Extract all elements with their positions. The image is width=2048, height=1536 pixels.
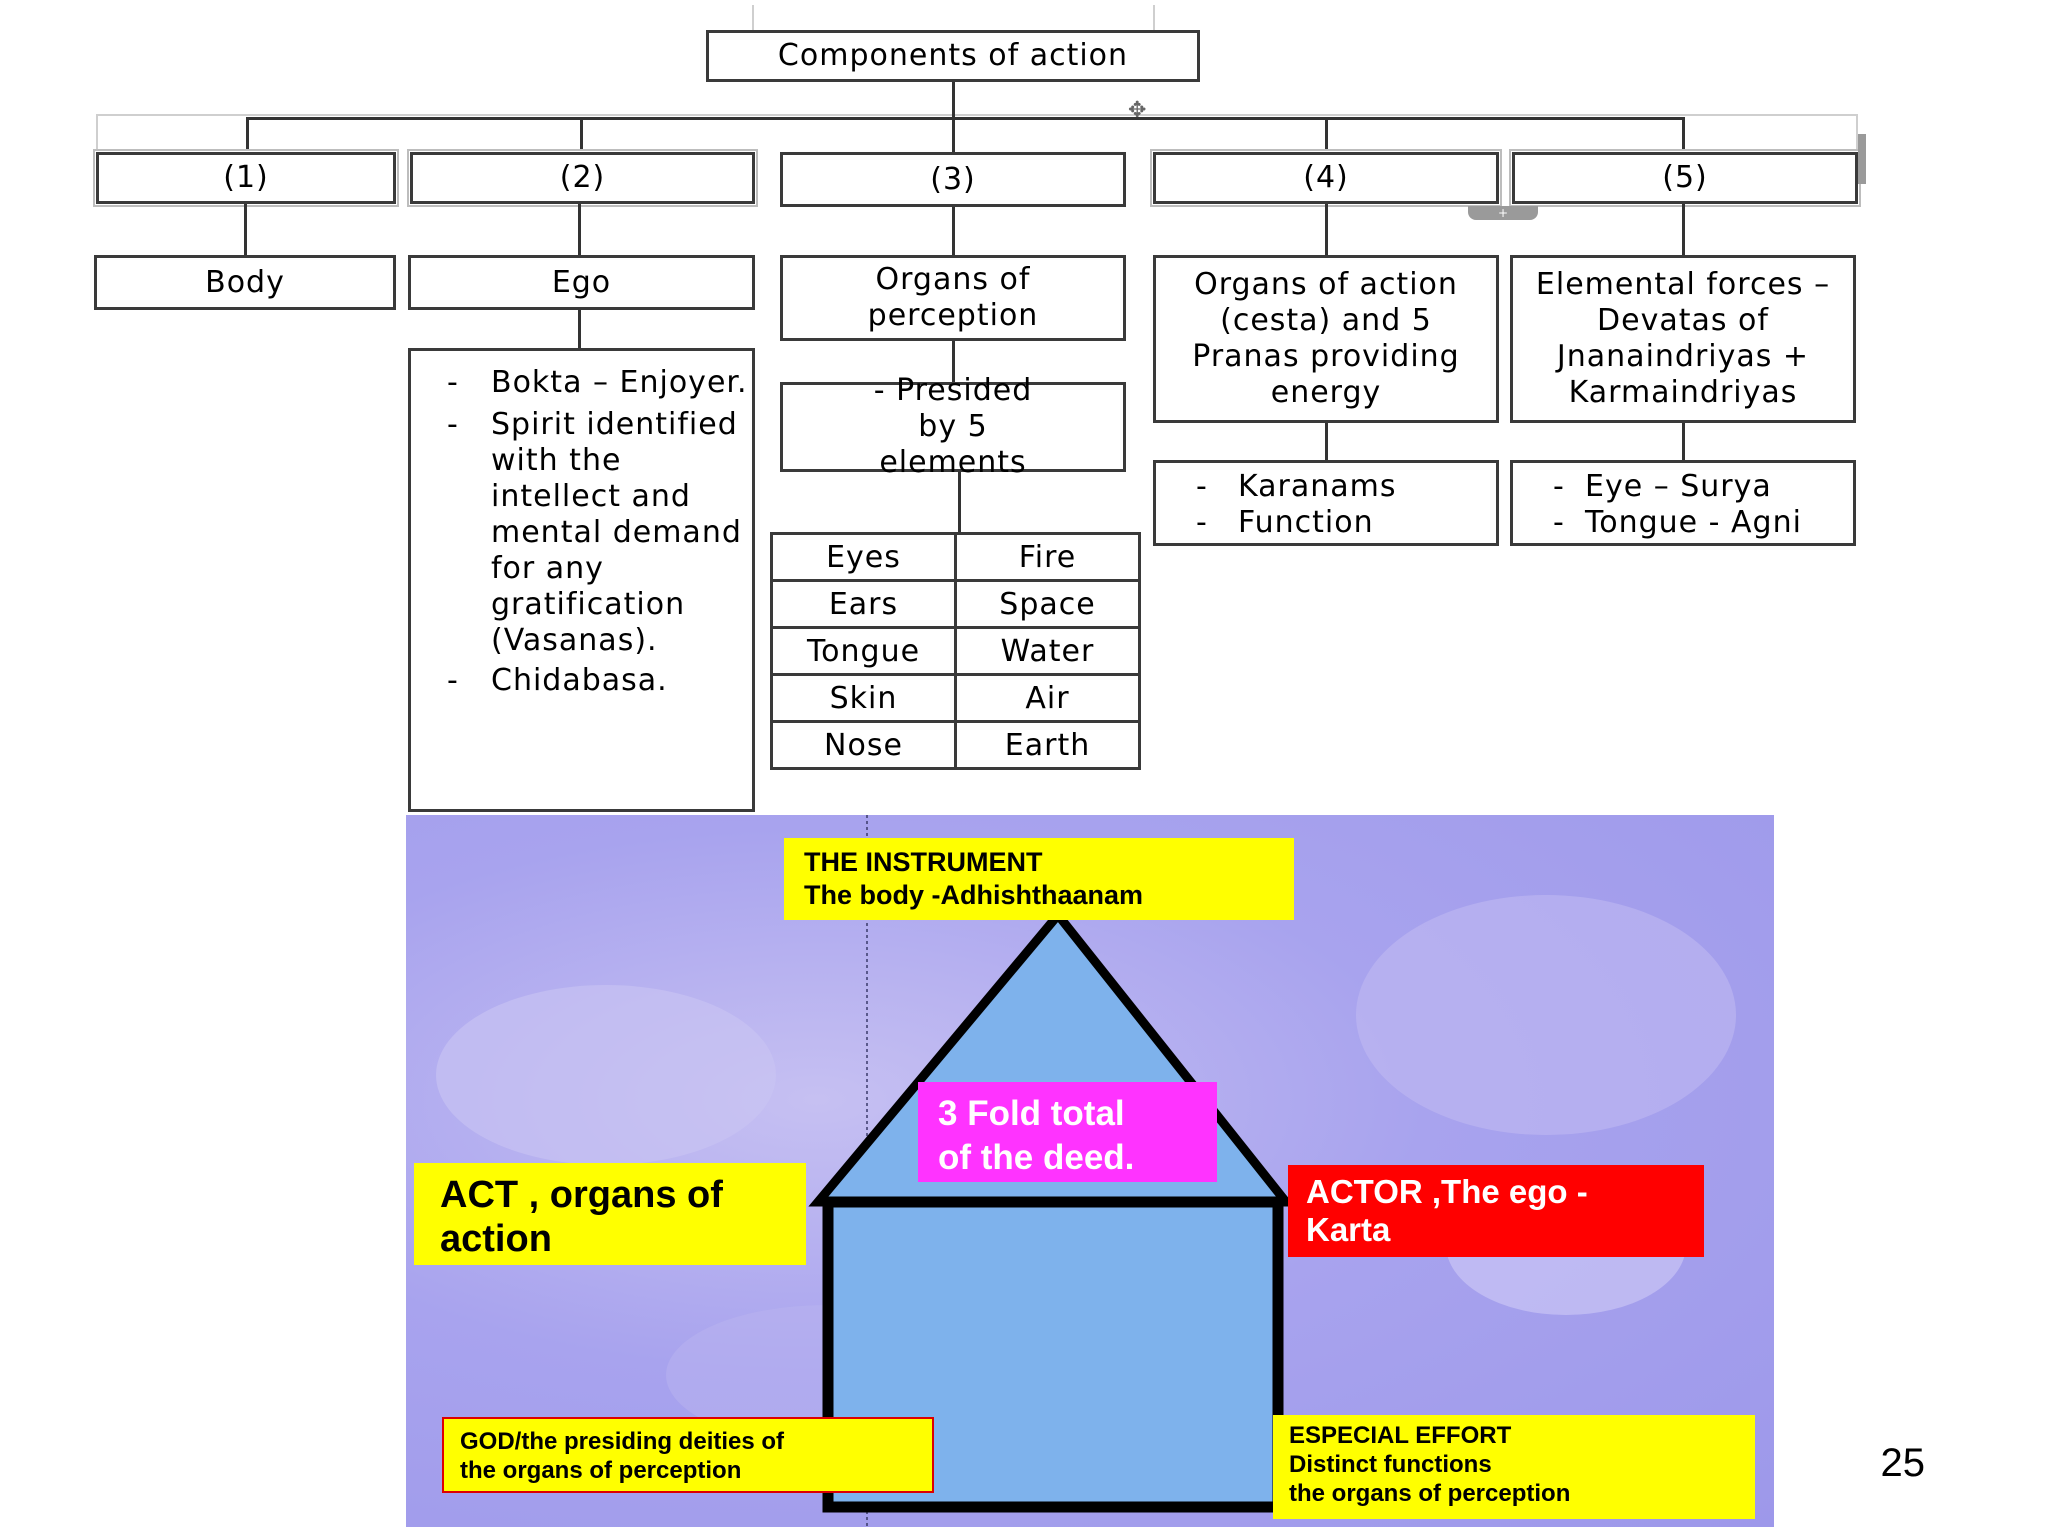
column-2-number: (2) (410, 152, 755, 204)
organs-of-action-box: Organs of action (cesta) and 5 Pranas pr… (1153, 255, 1499, 423)
table-cell: Tongue (770, 626, 957, 676)
table-cell: Eyes (770, 532, 957, 582)
list-item: -Tongue - Agni (1553, 505, 1802, 540)
table-cell: Earth (954, 720, 1141, 770)
list-item: -Karanams (1196, 469, 1397, 504)
move-handle-icon[interactable]: ✥ (1128, 98, 1147, 123)
ego-box: Ego (408, 255, 755, 310)
table-cell: Air (954, 673, 1141, 723)
elemental-forces-box: Elemental forces – Devatas of Jnanaindri… (1510, 255, 1856, 423)
table-cell: Fire (954, 532, 1141, 582)
ego-details-list: -Bokta – Enjoyer. -Spirit identified wit… (408, 348, 755, 812)
table-cell: Water (954, 626, 1141, 676)
actor-label: ACTOR ,The ego -Karta (1288, 1165, 1704, 1257)
table-cell: Space (954, 579, 1141, 629)
organs-of-perception-box: Organs of perception (780, 255, 1126, 341)
elemental-forces-details: -Eye – Surya -Tongue - Agni (1510, 460, 1856, 546)
column-4-number: (4) (1153, 152, 1499, 204)
page-number: 25 (1880, 1441, 1926, 1485)
presided-by-box: - Presided by 5 elements (780, 373, 1126, 480)
column-3-number: (3) (780, 152, 1126, 207)
table-cell: Skin (770, 673, 957, 723)
add-shape-handle[interactable]: + (1468, 206, 1538, 220)
table-cell: Ears (770, 579, 957, 629)
house-diagram (436, 815, 1736, 1527)
organs-of-action-details: -Karanams -Function (1153, 460, 1499, 546)
list-item: -Function (1196, 505, 1374, 540)
list-item: -Spirit identified with the intellect an… (447, 407, 742, 658)
table-cell: Nose (770, 720, 957, 770)
resize-handle[interactable] (1858, 134, 1866, 184)
root-box: Components of action (706, 30, 1200, 82)
body-box: Body (94, 255, 396, 310)
list-item: -Eye – Surya (1553, 469, 1772, 504)
column-1-number: (1) (96, 152, 396, 204)
list-item: -Chidabasa. (447, 663, 668, 698)
column-5-number: (5) (1512, 152, 1858, 204)
list-item: -Bokta – Enjoyer. (447, 365, 748, 400)
